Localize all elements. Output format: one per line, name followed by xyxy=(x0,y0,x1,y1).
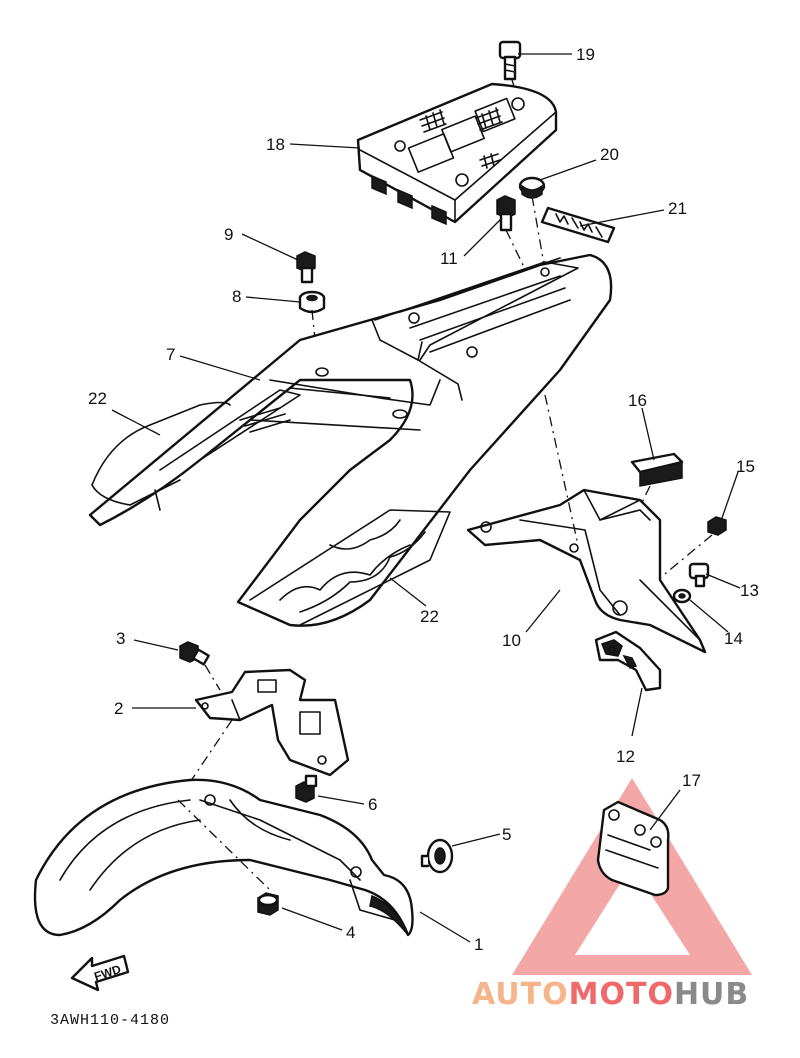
callout-1: 1 xyxy=(474,935,483,954)
callout-20: 20 xyxy=(600,145,619,164)
callout-8: 8 xyxy=(232,287,241,306)
watermark-text-moto: MOTO xyxy=(569,977,674,1012)
part-17-plate xyxy=(596,800,670,897)
part-2-stay xyxy=(194,668,350,777)
callout-14: 14 xyxy=(724,629,743,648)
part-15-nut xyxy=(707,516,727,536)
callout-18: 18 xyxy=(266,135,285,154)
callout-2: 2 xyxy=(114,699,123,718)
part-1-front-fender xyxy=(33,778,414,937)
watermark-triangle xyxy=(512,778,752,975)
part-8-grommet xyxy=(298,290,326,314)
callout-21: 21 xyxy=(668,199,687,218)
callout-10: 10 xyxy=(502,631,521,650)
part-22-decal-left xyxy=(91,401,231,506)
callout-5: 5 xyxy=(502,825,511,844)
part-11-bolt xyxy=(496,195,516,232)
part-9-bolt xyxy=(296,251,316,284)
part-12-bracket xyxy=(594,630,662,692)
callout-15: 15 xyxy=(736,457,755,476)
callout-19: 19 xyxy=(576,45,595,64)
fwd-arrow-icon: FWD xyxy=(70,954,130,992)
part-13-bolt xyxy=(688,562,710,588)
part-4-nut xyxy=(257,892,279,916)
part-20-nut xyxy=(518,176,546,199)
watermark-logo xyxy=(512,778,752,975)
watermark-brand-text: AUTOMOTOHUB xyxy=(472,977,749,1012)
part-10-bracket xyxy=(466,488,707,654)
part-14-washer xyxy=(672,588,692,604)
callout-22-right: 22 xyxy=(420,607,439,626)
callout-labels: 19 18 20 21 11 9 8 7 22 22 16 15 13 14 1… xyxy=(88,45,759,954)
watermark-text-auto: AUTO xyxy=(472,977,569,1012)
part-16-reflector xyxy=(630,452,684,487)
part-3-bolt xyxy=(179,641,210,666)
callout-16: 16 xyxy=(628,391,647,410)
callout-22-left: 22 xyxy=(88,389,107,408)
part-6-bolt xyxy=(295,774,318,803)
leader-lines xyxy=(111,53,741,943)
part-18-rack xyxy=(356,82,558,226)
callout-17: 17 xyxy=(682,771,701,790)
grille-icon xyxy=(419,107,503,169)
diagram-code: 3AWH110-4180 xyxy=(50,1012,170,1029)
part-7-rear-fender xyxy=(88,253,613,627)
callout-13: 13 xyxy=(740,581,759,600)
part-19-bolt xyxy=(498,40,522,81)
watermark-triangle-inner xyxy=(600,870,665,920)
callout-11: 11 xyxy=(440,249,458,268)
callout-6: 6 xyxy=(368,795,377,814)
part-5-grommet xyxy=(420,838,454,874)
callout-9: 9 xyxy=(224,225,233,244)
watermark-text-hub: HUB xyxy=(674,977,749,1012)
callout-4: 4 xyxy=(346,923,355,942)
part-21-emblem xyxy=(540,206,616,244)
callout-7: 7 xyxy=(166,345,175,364)
callout-3: 3 xyxy=(116,629,125,648)
callout-12: 12 xyxy=(616,747,635,766)
